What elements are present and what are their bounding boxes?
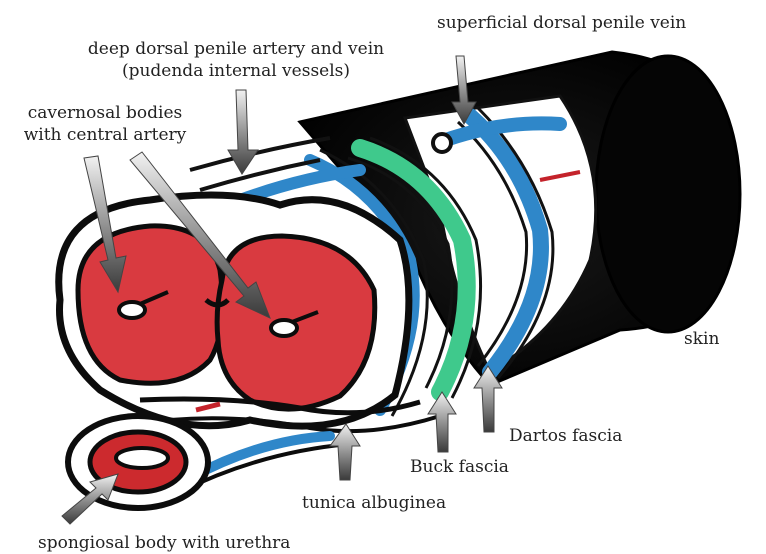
label-deep-dorsal-line1: deep dorsal penile artery and vein [70,38,402,60]
urethra [116,448,168,468]
label-tunica-albuginea: tunica albuginea [302,492,446,514]
label-deep-dorsal-line2: (pudenda internal vessels) [70,60,402,82]
label-cavernosal-line2: with central artery [10,124,200,146]
label-dartos-fascia: Dartos fascia [509,425,622,447]
label-cavernosal-bodies: cavernosal bodies with central artery [10,102,200,146]
label-superficial-dorsal-vein: superficial dorsal penile vein [437,12,686,34]
label-cavernosal-line1: cavernosal bodies [10,102,200,124]
label-deep-dorsal-vessels: deep dorsal penile artery and vein (pude… [70,38,402,82]
label-buck-fascia: Buck fascia [410,456,509,478]
skin-end-cap [596,56,740,332]
arrow-deep-dorsal [228,90,258,174]
arrow-buck [428,392,456,452]
label-skin: skin [684,328,719,350]
label-spongiosal-body: spongiosal body with urethra [38,532,290,554]
cavernosal-body-left [78,226,222,383]
superficial-vein-lumen [433,134,451,152]
